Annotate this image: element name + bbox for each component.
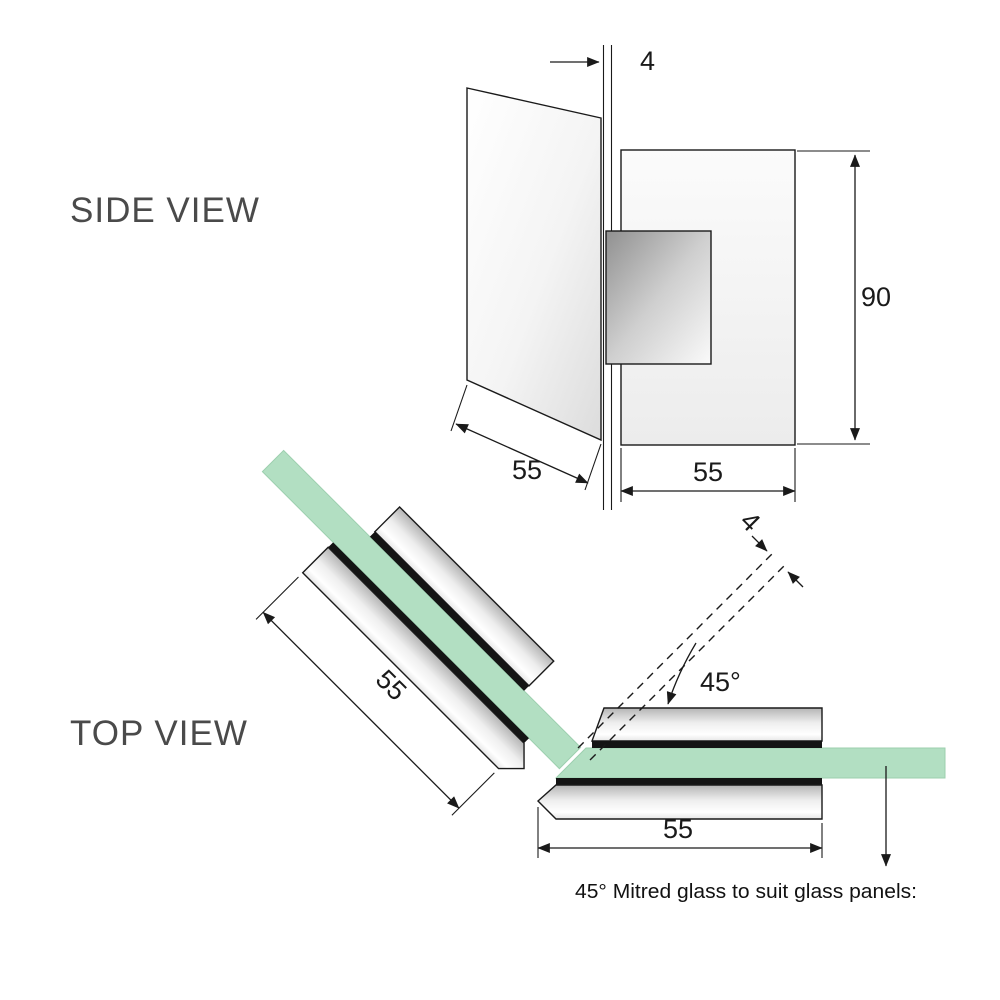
dim-line-55-diagonal (262, 611, 460, 809)
dim-text-90: 90 (861, 282, 891, 312)
clamp-plate-horizontal-lower (536, 784, 823, 820)
dim-text-55-left: 55 (512, 455, 542, 485)
horizontal-clamp-assembly: 55 (536, 707, 946, 858)
ext-line-55-diag-a (255, 576, 299, 620)
mitre-gap-arrow-b (787, 571, 804, 588)
top-view-title: TOP VIEW (70, 714, 248, 753)
glass-panel-side (466, 87, 602, 442)
gasket-horizontal-upper (592, 741, 822, 748)
glass-strip-horizontal (554, 747, 946, 779)
clamp-plate-horizontal-upper (591, 707, 823, 742)
dim-text-55-right: 55 (693, 457, 723, 487)
dim-text-glass-thickness: 4 (640, 46, 655, 76)
ext-line-55-diag-b (451, 772, 495, 816)
hinge-body-side (605, 230, 712, 365)
mitred-glass-caption: 45° Mitred glass to suit glass panels: (575, 881, 917, 903)
dim-text-angle: 45° (700, 667, 741, 697)
mitre-dashed-line-b (589, 565, 785, 761)
dim-line-55-left (455, 423, 589, 484)
diagonal-clamp-assembly: 55 (255, 449, 582, 816)
gasket-horizontal-lower (556, 778, 822, 785)
top-view: TOP VIEW 55 55 (70, 449, 946, 903)
side-view: SIDE VIEW 4 90 55 55 (70, 45, 891, 510)
gasket-diagonal-upper (369, 531, 529, 691)
mitre-dashed-line-a (577, 553, 773, 749)
dim-text-mitre-gap: 4 (734, 506, 766, 538)
dim-text-55-horizontal: 55 (663, 814, 693, 844)
angle-arc-arrow (666, 642, 697, 705)
ext-line-55-left-a (450, 384, 468, 432)
side-view-title: SIDE VIEW (70, 191, 260, 230)
mitre-gap-arrow-a (751, 535, 768, 552)
glass-strip-diagonal (261, 449, 582, 770)
